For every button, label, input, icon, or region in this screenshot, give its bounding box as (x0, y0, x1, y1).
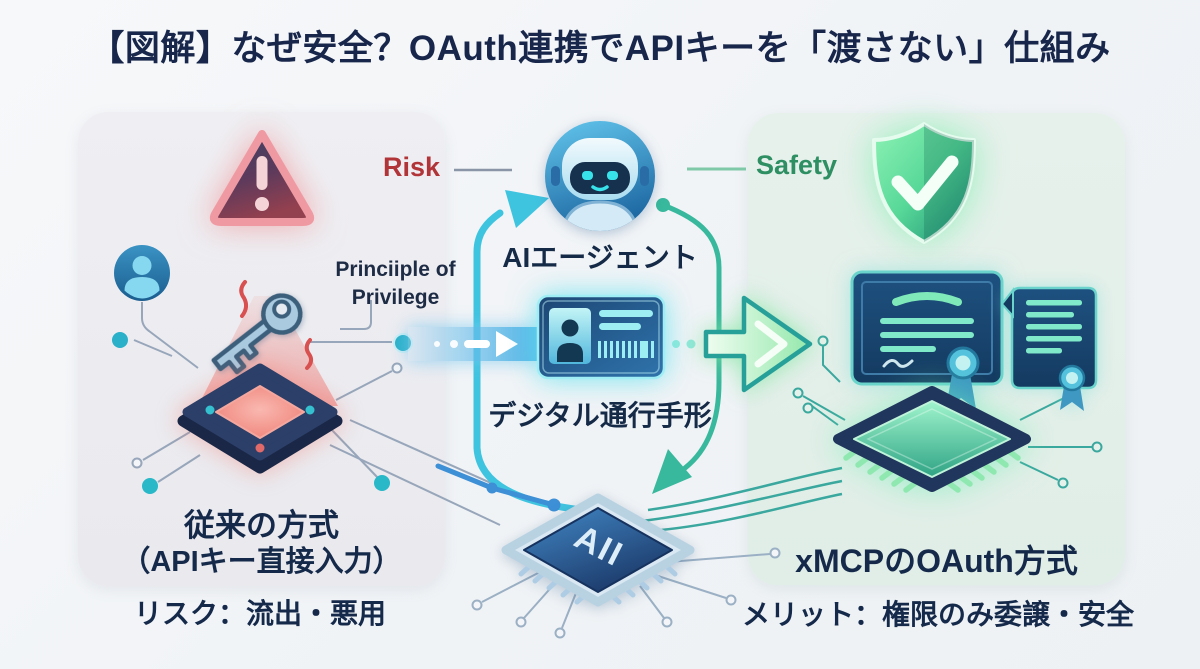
ai-agent-label: AIエージェント (502, 242, 698, 273)
id-card-icon (536, 294, 666, 380)
principle-line2: Privilege (351, 285, 440, 309)
user-avatar-icon (114, 245, 170, 301)
ai-chip-trace-terminals (471, 547, 781, 639)
robot-icon (545, 121, 655, 231)
agent-return-line (652, 198, 722, 494)
chip-icon (177, 363, 343, 474)
warning-triangle-icon (209, 130, 315, 226)
left-caption: リスク：流出・悪用 (133, 598, 386, 629)
right-method-title: xMCPのOAuth方式 (795, 543, 1078, 579)
right-circuit-traces (802, 346, 1092, 481)
right-caption: メリット：権限のみ委譲・安全 (741, 599, 1134, 630)
principle-line1: Princiiple of (335, 258, 456, 281)
ai-chip-icon: AII (501, 493, 695, 607)
shield-check-icon (872, 122, 976, 244)
principle-label: Princiiple of Privilege (318, 256, 473, 311)
left-trace-terminals (112, 332, 413, 494)
flow-dots (672, 339, 696, 349)
blue-feed-line (435, 463, 561, 512)
certificate-icon (850, 270, 1004, 409)
flow-dot (450, 340, 458, 348)
chip-link-traces (641, 466, 843, 533)
heat-squiggle-icon (239, 280, 249, 318)
digital-pass-label: デジタル通行手形 (488, 400, 712, 431)
left-method-line1: 従来の方式 (184, 508, 339, 543)
flow-dash (464, 340, 490, 348)
left-method-title: 従来の方式 （APIキー直接入力） (78, 508, 445, 579)
flow-dot (434, 341, 440, 347)
document-badge-icon (1000, 286, 1098, 411)
flow-arrowhead-icon (496, 331, 518, 357)
left-circuit-traces (133, 300, 541, 526)
left-method-line2: （APIキー直接入力） (121, 545, 402, 578)
safety-label: Safety (756, 150, 838, 180)
page-title: 【図解】なぜ安全？OAuth連携でAPIキーを「渡さない」仕組み (89, 29, 1111, 68)
delegation-arrow-icon (703, 295, 813, 393)
risk-label: Risk (383, 152, 441, 182)
secure-chip-icon (833, 386, 1031, 493)
heat-squiggle-icon (304, 338, 314, 370)
key-icon (211, 293, 303, 375)
api-key-flow-arrow (408, 327, 540, 361)
